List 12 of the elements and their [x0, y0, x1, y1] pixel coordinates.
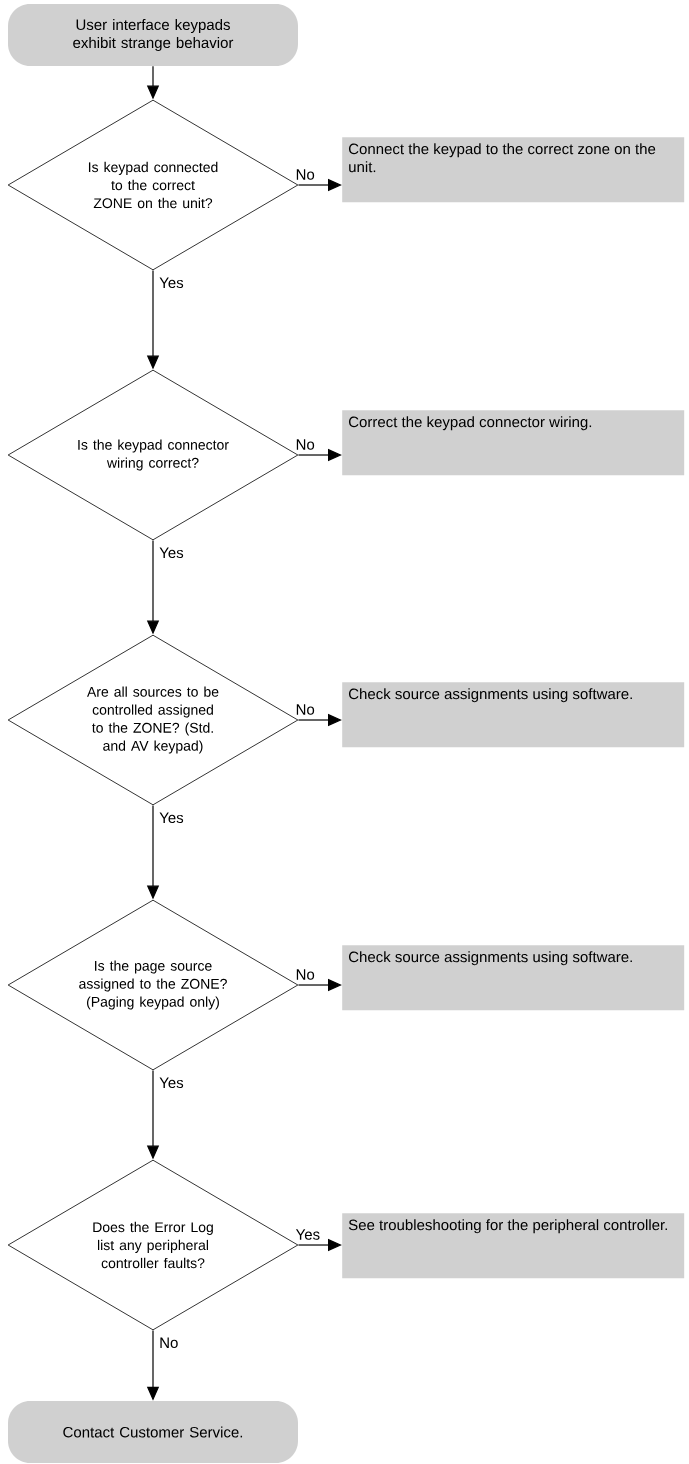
- edge-label: Yes: [158, 811, 185, 825]
- edge-label: No: [158, 1336, 180, 1350]
- edge-label: Yes: [158, 276, 185, 290]
- action-box: See troubleshooting for the peripheral controller.: [342, 1213, 685, 1279]
- terminal-box: Contact Customer Service.: [8, 1401, 298, 1463]
- terminal-box: User interface keypads exhibit strange behavior: [8, 4, 298, 66]
- action-box: Check source assignments using software.: [342, 682, 685, 748]
- action-box: Connect the keypad to the correct zone on the unit.: [342, 137, 685, 203]
- action-box: Correct the keypad connector wiring.: [342, 410, 685, 476]
- action-box: Check source assignments using software.: [342, 945, 685, 1011]
- edge-label: Yes: [158, 546, 185, 560]
- edge-label: Yes: [158, 1076, 185, 1090]
